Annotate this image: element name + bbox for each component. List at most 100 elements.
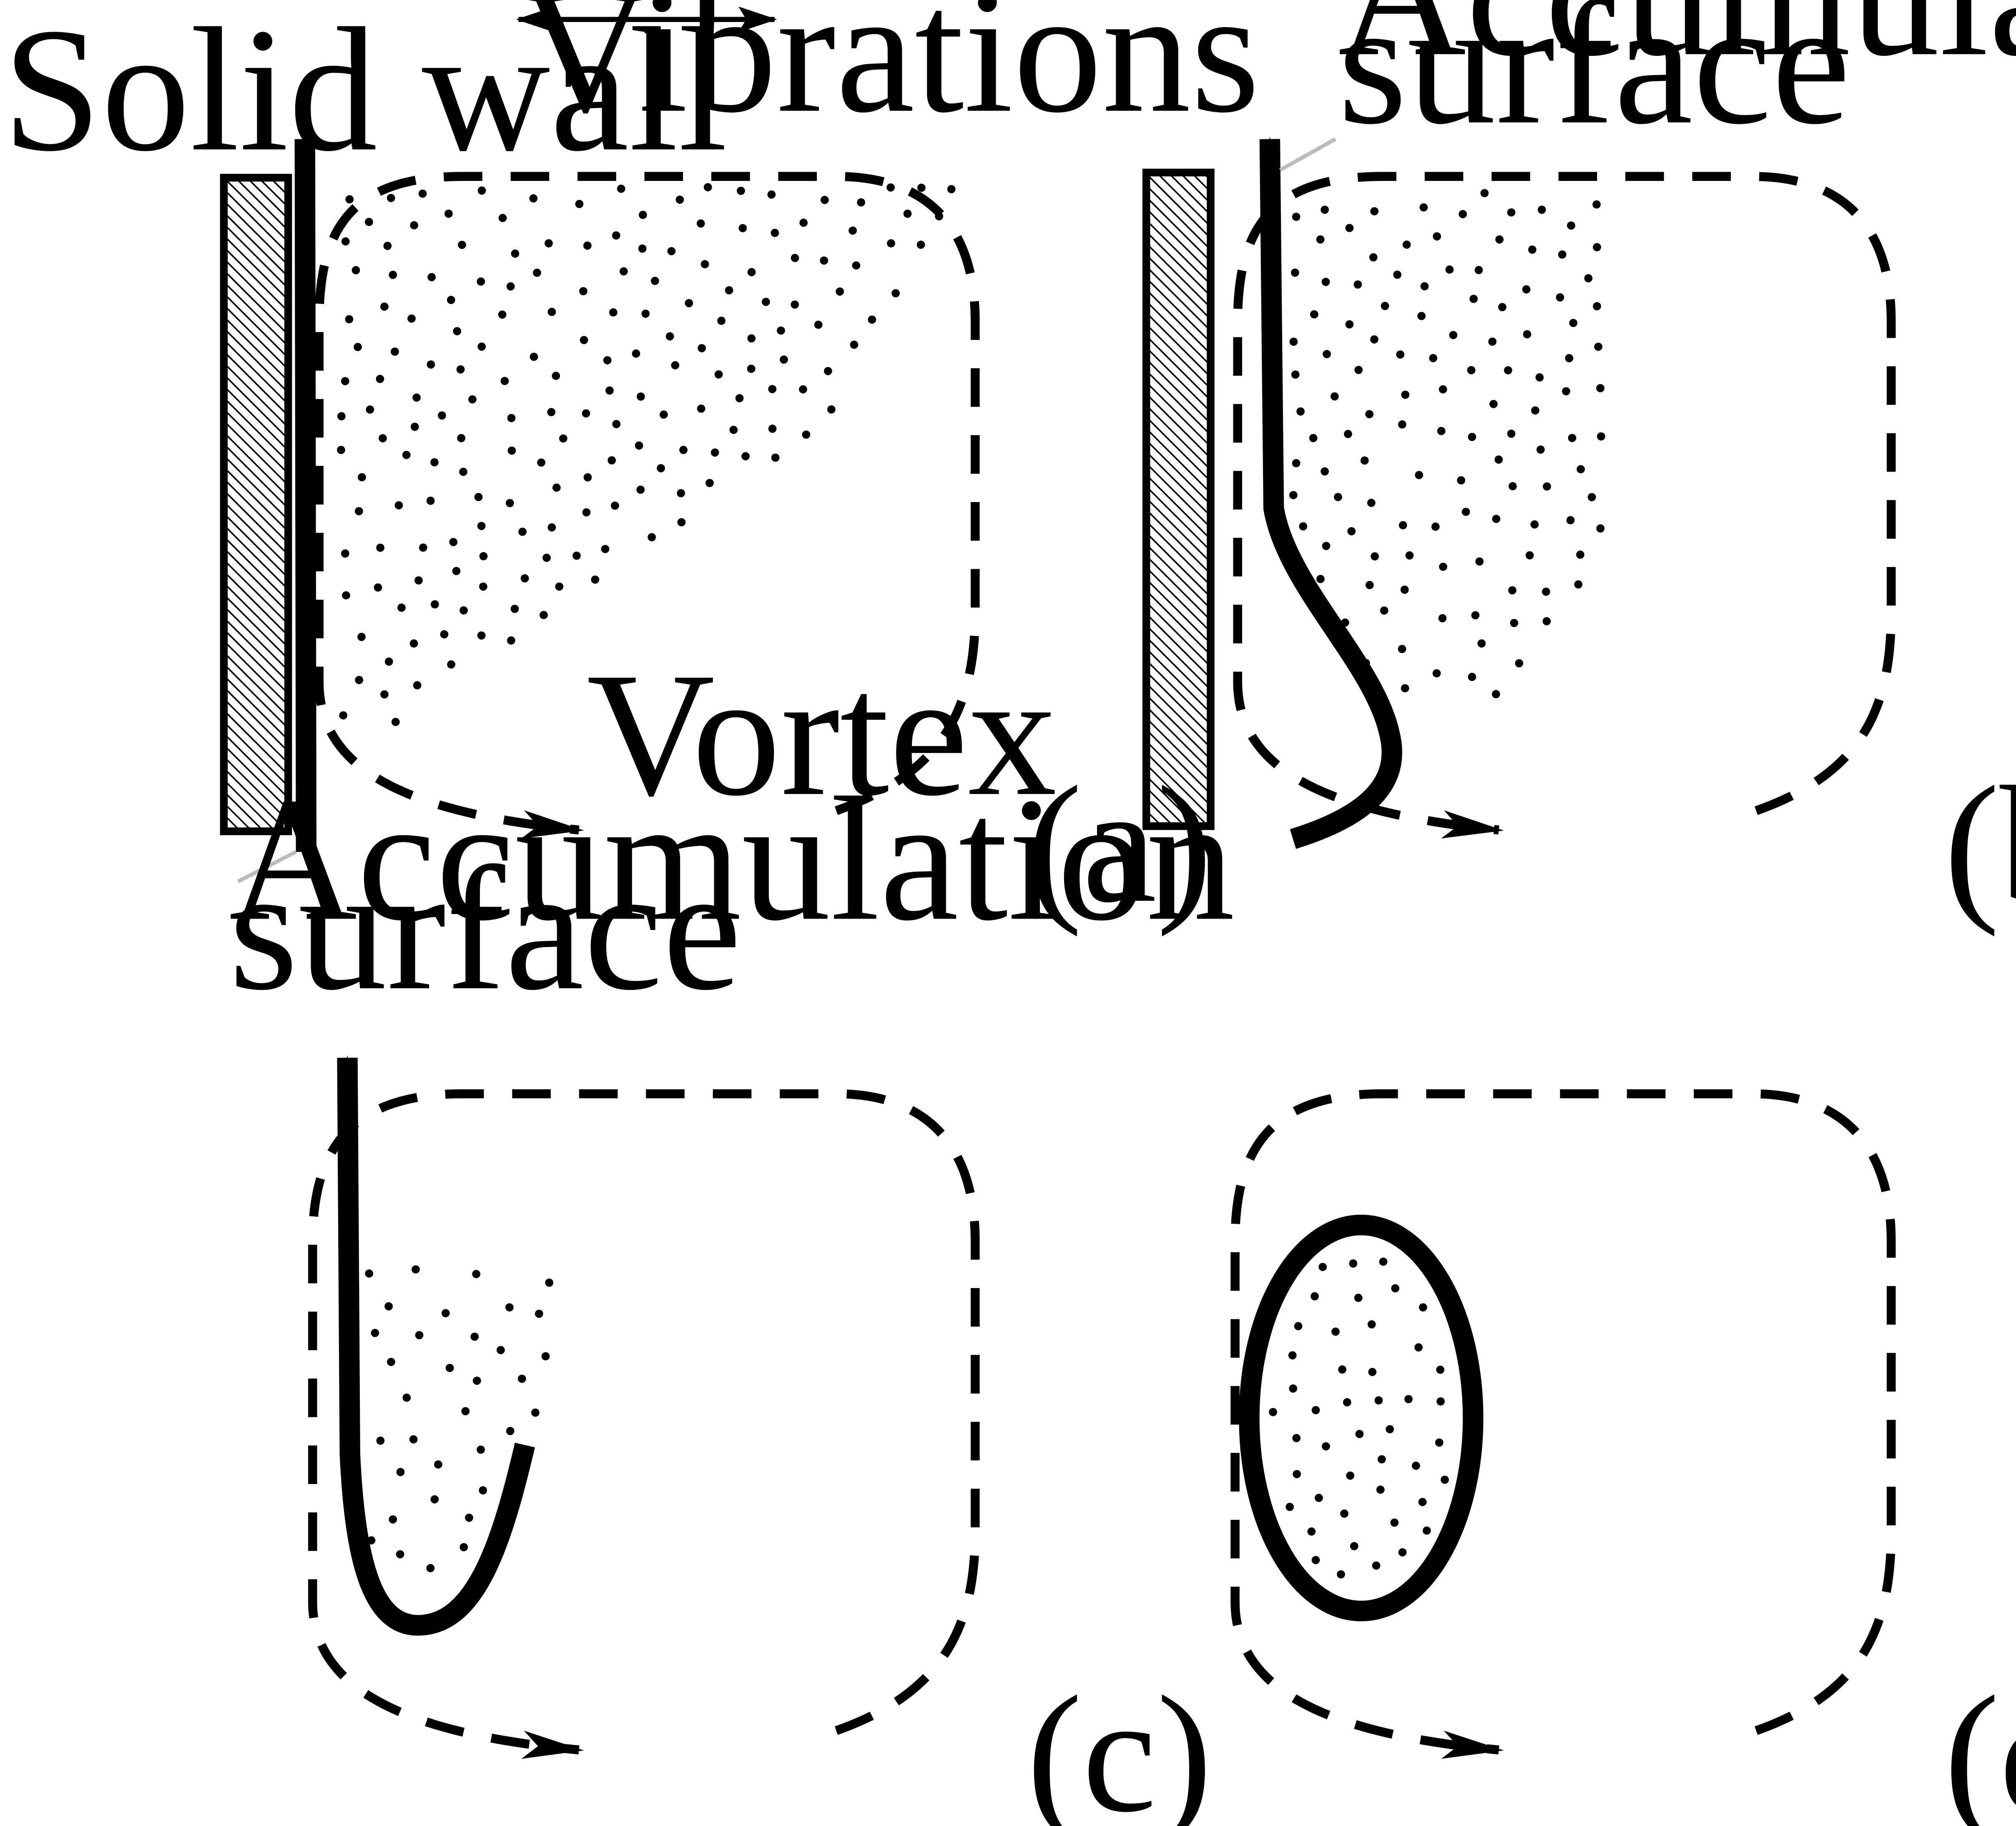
particle-dot [1354,1294,1363,1302]
particle-dot [1337,1570,1345,1579]
particle-dot [791,300,799,309]
particle-dot [777,326,785,335]
particle-dot [1488,337,1497,346]
particle-dot [1535,373,1544,382]
particle-cloud-d [1269,1257,1449,1579]
particle-dot [1420,282,1429,291]
particle-dot [1367,1320,1376,1329]
particle-dot [1459,210,1467,219]
particle-dot [545,1278,554,1287]
particle-dot [1368,1368,1377,1376]
particle-dot [547,308,556,316]
particle-dot [1341,618,1349,627]
particle-dot [453,327,462,336]
particle-dot [737,186,745,195]
particle-dot [457,434,466,442]
particle-dot [1457,476,1466,485]
particle-dot [1543,482,1551,491]
particle-dot [1494,455,1503,464]
particle-dot [1377,1455,1386,1464]
particle-dot [376,543,384,552]
particle-dot [1438,614,1447,623]
particle-cloud-b [1289,189,1605,705]
particle-dot [791,254,799,262]
particle-dot [679,446,688,454]
particle-dot [641,309,650,318]
particle-dot [710,448,719,457]
particle-dot [500,377,509,385]
particle-dot [505,499,514,507]
particle-dot [367,1536,376,1545]
particle-dot [497,1346,505,1354]
particle-dot [820,256,828,265]
particle-dot [729,426,738,434]
particle-dot [1467,366,1476,374]
particle-dot [1587,493,1596,502]
particle-dot [468,395,477,404]
particle-dot [419,543,427,552]
particle-dot [517,1374,526,1383]
particle-dot [355,676,364,684]
particle-dot [518,527,527,536]
particle-dot [380,302,389,311]
particle-dot [857,198,866,207]
particle-dot [1542,617,1551,625]
particle-dot [529,194,538,203]
particle-dot [747,268,756,276]
particle-dot [917,183,926,192]
vortex-loop-a [314,172,980,839]
particle-dot [1445,265,1454,274]
particle-dot [1371,552,1379,561]
particle-dot [698,344,706,352]
panel-d: (d) [1230,1089,2016,1826]
particle-dot [458,241,466,249]
particle-dot [612,420,621,428]
particle-dot [1321,206,1329,214]
particle-dot [402,451,411,459]
panel-label-c: (c) [1027,1662,1212,1826]
particle-dot [541,1352,550,1361]
particle-dot [1593,302,1601,311]
vortex-loop-d [1230,1089,1896,1759]
particle-dot [761,298,770,306]
particle-dot [696,219,705,228]
particle-dot [1509,482,1517,490]
particle-dot [479,582,487,591]
particle-dot [1289,337,1298,346]
particle-dot [1340,1509,1348,1518]
particle-dot [1321,467,1329,476]
particle-dot [1316,575,1325,583]
particle-dot [1498,303,1506,311]
vibrations-label: Vibrations [521,0,1260,150]
particle-dot [383,241,392,250]
particle-dot [685,299,693,307]
particle-dot [498,213,507,222]
particle-dot [891,289,900,298]
particle-dot [638,244,647,253]
particle-dot [1593,243,1601,251]
particle-dot [520,574,529,583]
particle-dot [431,600,439,609]
particle-dot [477,522,486,530]
particle-dot [1334,493,1342,501]
particle-dot [1380,606,1388,615]
particle-dot [409,639,418,648]
particle-dot [603,356,612,364]
particle-dot [802,430,811,439]
particle-dot [823,367,832,375]
vortex-label: Vortex [587,636,1057,833]
particle-dot [1350,1542,1358,1550]
particle-dot [671,361,680,369]
particle-dot [1321,278,1330,286]
particle-dot [376,1436,385,1445]
particle-dot [1568,434,1577,442]
particle-dot [1412,1462,1420,1470]
particle-dot [609,308,618,317]
particle-dot [1369,253,1378,261]
particle-dot [1537,206,1546,214]
particle-dot [799,219,808,227]
particle-dot [1293,1470,1301,1478]
particle-dot [632,349,640,358]
particle-dot [1475,557,1484,566]
particle-dot [357,633,366,641]
